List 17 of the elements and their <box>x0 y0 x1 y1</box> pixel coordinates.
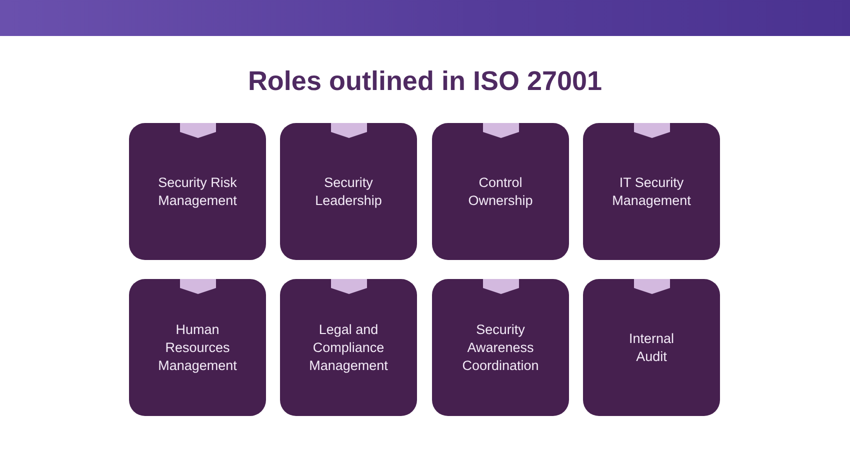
role-label: Security Leadership <box>314 174 383 210</box>
role-label: Security Awareness Coordination <box>461 320 540 374</box>
role-card <box>432 279 569 416</box>
role-card <box>583 279 720 416</box>
title: Roles outlined in ISO 27001 <box>248 65 602 98</box>
role-card <box>129 123 266 260</box>
role-label: Control Ownership <box>467 174 534 210</box>
role-card <box>280 123 417 260</box>
role-label: IT Security Management <box>611 174 692 210</box>
role-card <box>583 123 720 260</box>
role-label: Security Risk Management <box>157 174 238 210</box>
role-card <box>280 279 417 416</box>
role-label: Legal and Compliance Management <box>308 320 389 374</box>
role-card <box>129 279 266 416</box>
role-label: Human Resources Management <box>157 320 238 374</box>
role-card <box>432 123 569 260</box>
role-label: Internal Audit <box>628 330 676 366</box>
